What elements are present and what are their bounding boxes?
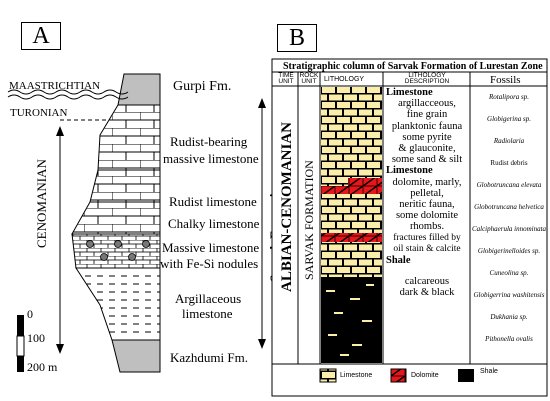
panel-b-title: Stratigraphic column of Sarvak Formation… (283, 61, 543, 72)
fossil-item: Globigerinelloides sp. (477, 247, 541, 255)
unit-kazhdumi: Kazhdumi Fm. (170, 350, 248, 365)
legend-dolomite: Dolomite (411, 372, 439, 379)
desc-line: dark & black (399, 287, 455, 299)
desc-line: argillacceous, (398, 98, 456, 110)
scale-200: 200 m (27, 360, 58, 374)
fossil-item: Radiolaria (493, 137, 525, 145)
panel-a-label: A (21, 22, 61, 50)
desc-line: dolomite, marly, (392, 176, 462, 188)
scale-0: 0 (27, 307, 33, 321)
fossil-item: Cuneolina sp. (489, 269, 529, 277)
desc-line: & glauconite, (398, 143, 456, 155)
desc-line: neritic fauna, (399, 199, 455, 211)
desc-line: fractures filled by (393, 232, 461, 243)
unit-gurpi: Gurpi Fm. (173, 79, 232, 94)
fossil-item: Globotruncana helvetica (474, 203, 544, 211)
desc-shale: Shale (386, 255, 411, 267)
unit-rudist-bearing-1: Rudist-bearing (170, 134, 248, 149)
fossil-item: Dukhania sp. (490, 313, 528, 321)
desc-line: some sand & silt (391, 154, 463, 166)
header-lithology: LITHOLOGY (324, 76, 365, 83)
desc-line: rhombs. (409, 221, 445, 233)
fossil-item: Globigerrina washitensis (473, 291, 545, 299)
desc-line: oil stain & calcite (393, 243, 461, 254)
header-fossils: Fossils (490, 74, 521, 86)
unit-chalky: Chalky limestone (168, 216, 260, 231)
fossil-item: Globigerina sp. (487, 115, 531, 123)
legend-limestone: Limestone (340, 372, 373, 379)
fossil-list: Rotalipora sp. Globigerina sp. Radiolari… (471, 93, 547, 357)
desc-line: fine grain (406, 109, 448, 121)
fossil-item: Globotruncana elevata (476, 181, 542, 189)
unit-rudist-limestone: Rudist limestone (169, 194, 257, 209)
stage-maastrichtian: MAASTRICHTIAN (9, 80, 101, 92)
fossil-item: Pithonella ovalis (485, 335, 533, 343)
rock-unit-sarvak: SARVAK FORMATION (302, 160, 316, 280)
time-unit-albian-cenomanian: ALBIAN-CENOMANIAN (279, 121, 295, 292)
unit-rudist-bearing-2: massive limestone (163, 151, 259, 166)
lithology-description: Limestone argillacceous, fine grain plan… (384, 87, 470, 299)
scale-100: 100 (27, 331, 45, 345)
fossil-item: Rudist debris (490, 159, 528, 167)
legend-shale: Shale (480, 368, 498, 375)
desc-line: some pyrite (402, 131, 452, 143)
desc-line: some dolomite (395, 210, 459, 222)
fossil-item: Calciphaerula innominata (471, 225, 547, 233)
desc-limestone-1: Limestone (386, 87, 433, 98)
panel-b-label: B (277, 24, 317, 52)
unit-argillaceous-2: limestone (182, 306, 233, 321)
unit-massive-1: Massive limestone (162, 240, 260, 255)
unit-massive-2: with Fe-Si nodules (160, 256, 259, 271)
fossil-item: Rotalipora sp. (488, 93, 530, 101)
desc-line: calcareous (404, 276, 450, 288)
stage-turonian: TURONIAN (10, 107, 68, 119)
unit-argillaceous-1: Argillaceous (175, 291, 242, 306)
desc-limestone-2: Limestone (386, 165, 433, 177)
desc-line: planktonic fauna (391, 120, 463, 132)
desc-line: pelletal, (410, 187, 444, 199)
